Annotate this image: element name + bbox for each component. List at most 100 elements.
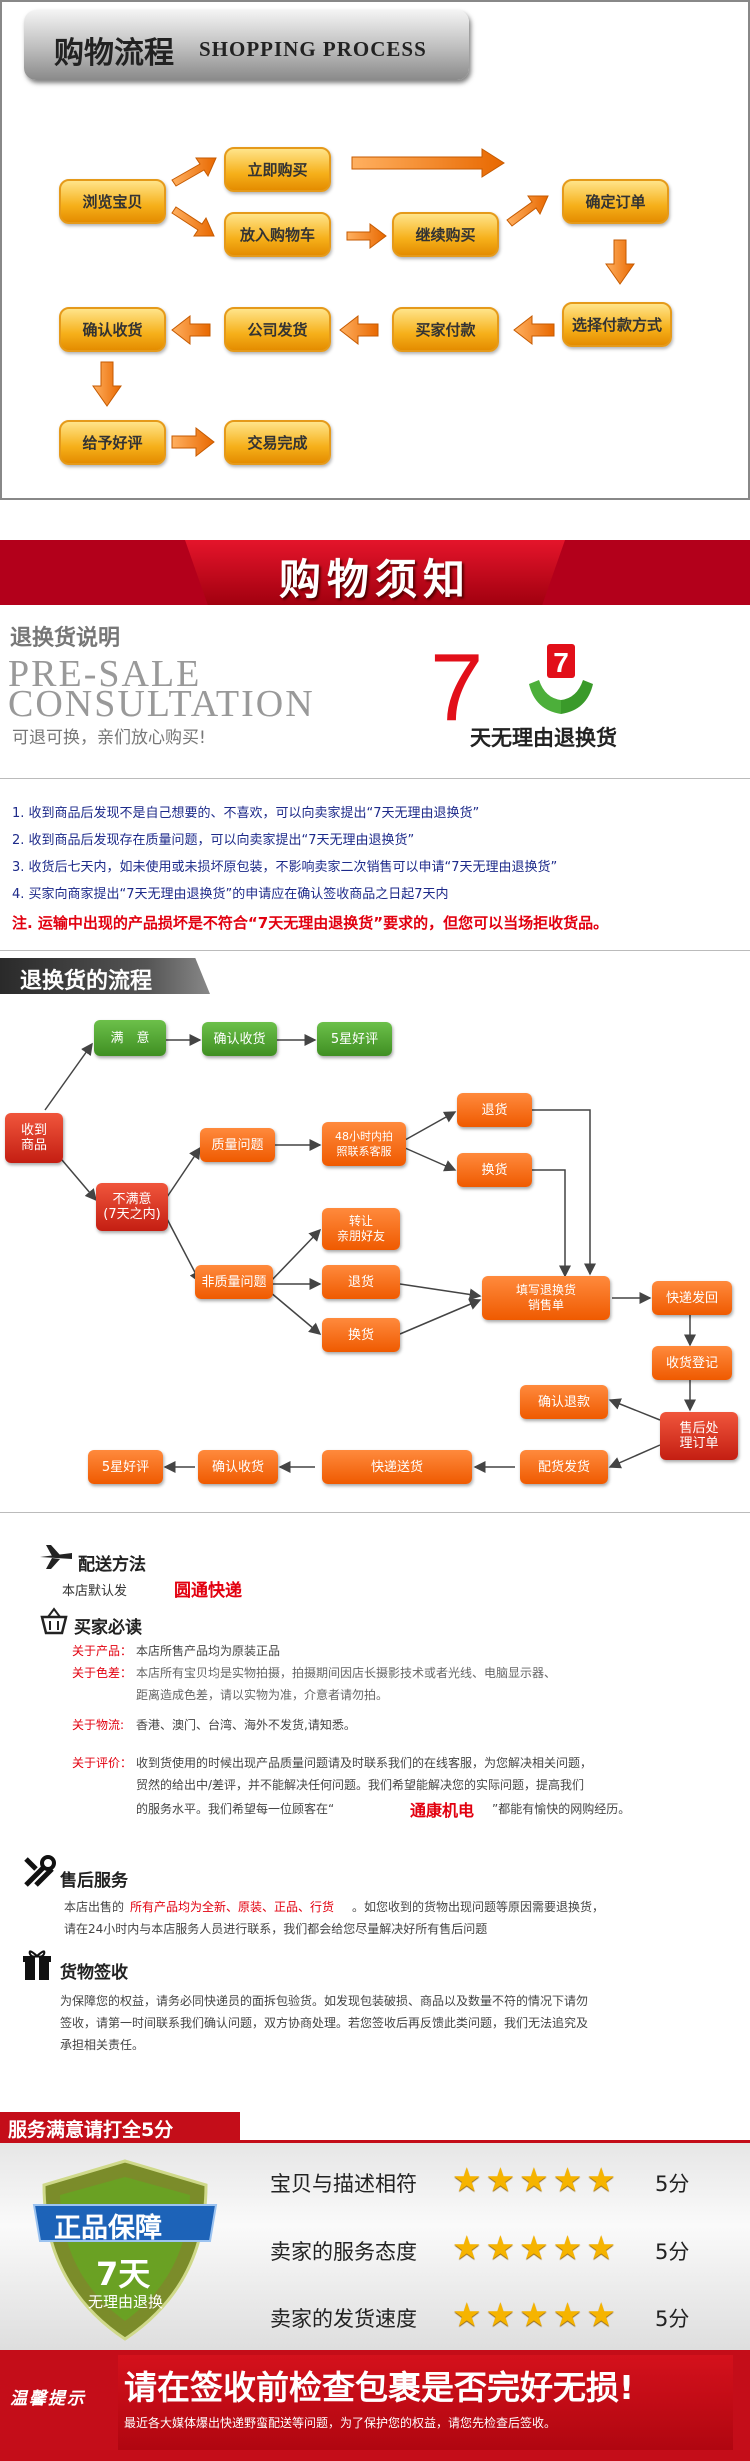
gift-icon — [23, 1950, 51, 1980]
rating-score: 5分 — [655, 2240, 690, 2264]
flow-quality-issue: 质量问题 — [200, 1128, 275, 1162]
step-browse: 浏览宝贝 — [59, 179, 166, 224]
flow-register: 收货登记 — [652, 1346, 732, 1380]
arrow-icon — [605, 239, 635, 285]
rule-note: 注. 运输中出现的产品损坏是不符合“7天无理由退换货”要求的，但您可以当场拒收货… — [12, 914, 609, 932]
process-title-en: SHOPPING PROCESS — [199, 37, 427, 61]
rule-item: 2. 收到商品后发现存在质量问题，可以向卖家提出“7天无理由退换货” — [12, 833, 415, 848]
flow-confirm-receipt-2: 确认收货 — [198, 1450, 278, 1484]
return-rules: 1. 收到商品后发现不是自己想要的、不喜欢，可以向卖家提出“7天无理由退换货” … — [12, 800, 742, 938]
rating-label: 卖家的服务态度 — [270, 2240, 417, 2264]
shield-top-text: 正品保障 — [54, 2213, 162, 2244]
wrench-icon — [24, 1855, 56, 1887]
step-buy-now: 立即购买 — [224, 147, 331, 192]
arrow-icon — [171, 426, 215, 458]
service-title: 服务满意请打全5分 — [8, 2119, 174, 2141]
star-rating: ★★★★★ — [452, 2295, 620, 2334]
flow-exchange-1: 换货 — [457, 1153, 532, 1187]
flow-title: 退换货的流程 — [20, 969, 153, 994]
footer-warning-panel — [118, 2355, 733, 2450]
after-sale-text-2: 请在24小时内与本店服务人员进行联系，我们都会给您尽量解决好所有售后问题 — [64, 1922, 488, 1936]
service-title-bar — [0, 2112, 240, 2142]
shield-badge-icon — [32, 2159, 218, 2341]
flow-non-quality-issue: 非质量问题 — [195, 1265, 273, 1299]
rating-label: 宝贝与描述相符 — [270, 2172, 417, 2196]
rating-label: 卖家的发货速度 — [270, 2307, 417, 2331]
flow-return-2: 退货 — [322, 1265, 400, 1299]
rule-item: 3. 收货后七天内，如未使用或未损坏原包装，不影响卖家二次销售可以申请“7天无理… — [12, 860, 558, 875]
step-buyer-pays: 买家付款 — [392, 307, 499, 352]
presale-title-en-1: PRE-SALE — [8, 653, 202, 695]
after-sale-text-1c: 。如您收到的货物出现问题等原因需要退换货， — [352, 1900, 605, 1914]
arrow-icon — [92, 361, 122, 407]
process-title-cn: 购物流程 — [54, 36, 174, 71]
flow-confirm-receipt-1: 确认收货 — [202, 1022, 277, 1056]
review-text-3b: ”都能有愉快的网购经历。 — [492, 1802, 631, 1816]
flow-title-bar — [0, 958, 210, 994]
flow-confirm-refund: 确认退款 — [520, 1385, 608, 1419]
rating-score: 5分 — [655, 2172, 690, 2196]
buyer-notice-title: 买家必读 — [74, 1618, 142, 1638]
shopping-process-section: 购物流程 SHOPPING PROCESS — [0, 0, 750, 500]
step-add-to-cart: 放入购物车 — [224, 212, 331, 257]
rule-item: 4. 买家向商家提出“7天无理由退换货”的申请应在确认签收商品之日起7天内 — [12, 887, 449, 902]
receipt-text-3: 承担相关责任。 — [60, 2038, 145, 2052]
step-choose-payment: 选择付款方式 — [562, 302, 672, 347]
rating-score: 5分 — [655, 2307, 690, 2331]
shield-days-text: 7天 — [96, 2255, 151, 2293]
arrow-icon — [171, 314, 211, 346]
flow-redeliver: 配货发货 — [520, 1450, 608, 1484]
review-text-3a: 的服务水平。我们希望每一位顾客在“ — [136, 1802, 335, 1816]
divider — [0, 1512, 750, 1513]
step-review: 给予好评 — [59, 420, 166, 465]
notice-banner — [0, 540, 750, 605]
presale-title-en-2: CONSULTATION — [8, 683, 315, 725]
warm-tip-label: 温馨提示 — [10, 2389, 86, 2409]
flow-return-1: 退货 — [457, 1093, 532, 1127]
step-confirm-order: 确定订单 — [562, 179, 669, 224]
divider — [0, 778, 750, 779]
review-label: 关于评价： — [72, 1756, 133, 1770]
receipt-text-2: 签收，请第一时间联系我们确认问题，双方协商处理。若您签收后再反馈此类问题，我们无… — [60, 2016, 589, 2030]
flow-five-star-1: 5星好评 — [317, 1022, 392, 1056]
arrow-icon — [171, 206, 215, 237]
shield-bottom-text: 无理由退换 — [88, 2293, 164, 2311]
flow-ship-back: 快递发回 — [652, 1281, 732, 1315]
flow-unsatisfied: 不满意(7天之内) — [96, 1183, 168, 1231]
flow-after-sale: 售后处理订单 — [660, 1412, 738, 1460]
after-sale-text-1b: 所有产品均为全新、原装、正品、行货 — [130, 1900, 335, 1914]
delivery-default-label: 本店默认发 — [62, 1584, 128, 1599]
divider — [0, 2140, 750, 2143]
logistics-text: 香港、澳门、台湾、海外不发货,请知悉。 — [136, 1718, 356, 1732]
airplane-icon — [40, 1545, 72, 1569]
flow-five-star-2: 5星好评 — [88, 1450, 163, 1484]
product-text: 本店所售产品均为原装正品 — [136, 1644, 281, 1658]
after-sale-text-1a: 本店出售的 — [64, 1900, 125, 1914]
arrow-icon — [171, 157, 217, 187]
logistics-label: 关于物流: — [72, 1718, 125, 1732]
arrow-icon — [346, 223, 387, 249]
step-continue-shopping: 继续购买 — [392, 212, 499, 257]
banner-title: 购物须知 — [278, 555, 471, 604]
step-ship: 公司发货 — [224, 307, 331, 352]
seven-days-number: 7 — [430, 634, 484, 741]
return-flow-lines — [44, 1034, 696, 1473]
footer-subline: 最近各大媒体爆出快递野蛮配送等问题，为了保护您的权益，请您先检查后签收。 — [124, 2416, 557, 2430]
flow-fill-form: 填写退换货销售单 — [482, 1276, 610, 1320]
presale-title-cn: 退换货说明 — [10, 626, 121, 651]
presale-subtitle: 可退可换，亲们放心购买! — [12, 728, 206, 748]
color-text-1: 本店所有宝贝均是实物拍摄，拍摄期间因店长摄影技术或者光线、电脑显示器、 — [136, 1666, 557, 1680]
step-confirm-receipt: 确认收货 — [59, 307, 166, 352]
arrow-icon — [513, 314, 555, 346]
delivery-title: 配送方法 — [78, 1555, 146, 1575]
flow-contact-48h: 48小时内拍照联系客服 — [322, 1122, 406, 1166]
review-store-name: 通康机电 — [410, 1801, 475, 1820]
receipt-text-1: 为保障您的权益，请务必同快递员的面拆包验货。如发现包装破损、商品以及数量不符的情… — [60, 1994, 589, 2008]
divider — [0, 950, 750, 951]
process-arrows — [92, 148, 635, 458]
flow-satisfied: 满 意 — [94, 1020, 166, 1056]
flow-exchange-2: 换货 — [322, 1318, 400, 1352]
color-label: 关于色差： — [72, 1666, 133, 1680]
basket-icon — [40, 1607, 68, 1635]
step-complete: 交易完成 — [224, 420, 331, 465]
